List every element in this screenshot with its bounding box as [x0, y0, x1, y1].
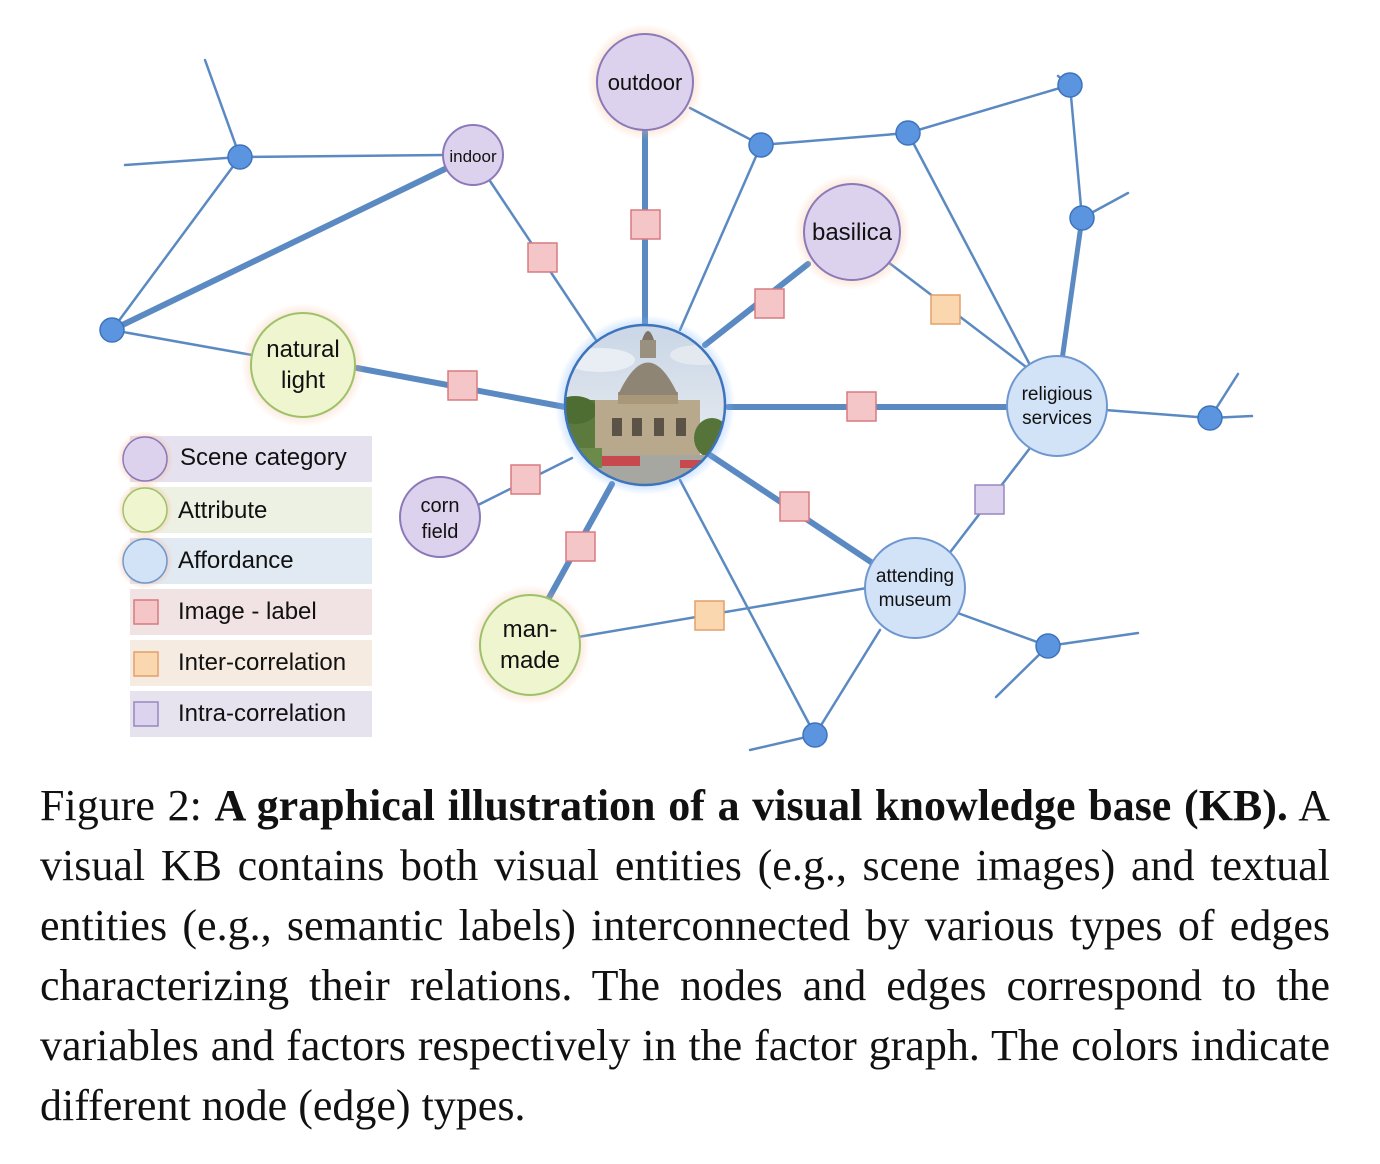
connector-node	[1069, 205, 1095, 231]
node-label: religious	[1022, 384, 1093, 405]
edge	[813, 628, 882, 737]
image-label-factor	[447, 370, 478, 401]
scene-node-indoor: indoor	[442, 124, 504, 186]
scene-node-corn-field: corn field	[399, 476, 481, 558]
node-label: field	[422, 521, 459, 543]
edge	[906, 131, 1032, 367]
node-label: made	[500, 647, 560, 674]
legend-label: Intra-correlation	[178, 700, 346, 727]
attribute-node-natural-light: natural light	[241, 303, 365, 427]
node-label: indoor	[449, 147, 497, 166]
image-label-factor	[779, 491, 810, 522]
edge	[203, 58, 242, 159]
image-label-factor	[754, 288, 785, 319]
legend-label: Inter-correlation	[178, 649, 346, 676]
node-label: corn	[421, 495, 460, 517]
connector-node	[1057, 72, 1083, 98]
legend-label: Attribute	[178, 497, 267, 524]
legend: Scene category Attribute Affordance Imag…	[117, 431, 372, 737]
edge	[953, 610, 1050, 648]
figure-caption: Figure 2: A graphical illustration of a …	[40, 776, 1330, 1136]
edge	[110, 328, 254, 357]
node-label: museum	[879, 590, 952, 611]
affordance-node-religious-services: religious services	[1006, 355, 1108, 457]
image-label-factor	[527, 242, 558, 273]
edge	[1103, 408, 1212, 420]
factors	[447, 209, 1005, 631]
caption-body: A visual KB contains both visual entitie…	[40, 781, 1330, 1130]
legend-item-affordance: Affordance	[117, 533, 372, 589]
knowledge-base-diagram: outdoor indoor basilica corn field natur…	[99, 24, 1254, 752]
edge	[678, 143, 763, 332]
intra-correlation-factor	[974, 484, 1005, 515]
caption-prefix: Figure 2:	[40, 781, 215, 830]
legend-item-intra-correlation: Intra-correlation	[130, 691, 372, 737]
connector-node	[99, 317, 125, 343]
edge	[110, 155, 242, 332]
legend-label: Image - label	[178, 598, 317, 625]
edge	[109, 165, 450, 333]
connector-node	[1035, 633, 1061, 659]
edge	[1059, 215, 1085, 363]
legend-item-scene-category: Scene category	[117, 431, 372, 487]
legend-label: Scene category	[180, 444, 347, 471]
connector-node	[748, 132, 774, 158]
legend-label: Affordance	[178, 547, 294, 574]
attribute-node-man-made: man- made	[470, 585, 590, 705]
inter-correlation-factor	[930, 294, 961, 325]
connector-nodes	[99, 72, 1223, 748]
node-label: services	[1022, 408, 1092, 429]
node-label: attending	[876, 566, 954, 587]
image-label-factor	[565, 531, 596, 562]
caption-title: A graphical illustration of a visual kno…	[214, 781, 1288, 830]
node-label: outdoor	[608, 70, 683, 95]
edge	[1046, 631, 1140, 648]
node-label: basilica	[812, 219, 893, 246]
scene-node-outdoor: outdoor	[587, 24, 703, 140]
connector-node	[227, 144, 253, 170]
edge	[238, 153, 445, 159]
node-label: natural	[266, 336, 339, 363]
connector-node	[1197, 405, 1223, 431]
edge	[759, 131, 910, 147]
scene-node-basilica: basilica	[794, 174, 910, 290]
edge	[906, 83, 1072, 135]
image-label-factor	[630, 209, 661, 240]
edge	[123, 155, 242, 167]
legend-item-image-label: Image - label	[130, 589, 372, 635]
legend-item-inter-correlation: Inter-correlation	[130, 640, 372, 686]
node-label: man-	[503, 616, 558, 643]
inter-correlation-factor	[694, 600, 725, 631]
image-label-factor	[846, 391, 877, 422]
connector-node	[802, 722, 828, 748]
affordance-node-attending-museum: attending museum	[864, 537, 966, 639]
image-label-factor	[510, 464, 541, 495]
connector-node	[895, 120, 921, 146]
legend-item-attribute: Attribute	[117, 482, 372, 538]
scene-image-node	[555, 315, 735, 495]
basilica-photo	[565, 325, 725, 485]
edge	[688, 106, 763, 147]
edge	[1068, 83, 1084, 220]
node-label: light	[281, 367, 325, 394]
